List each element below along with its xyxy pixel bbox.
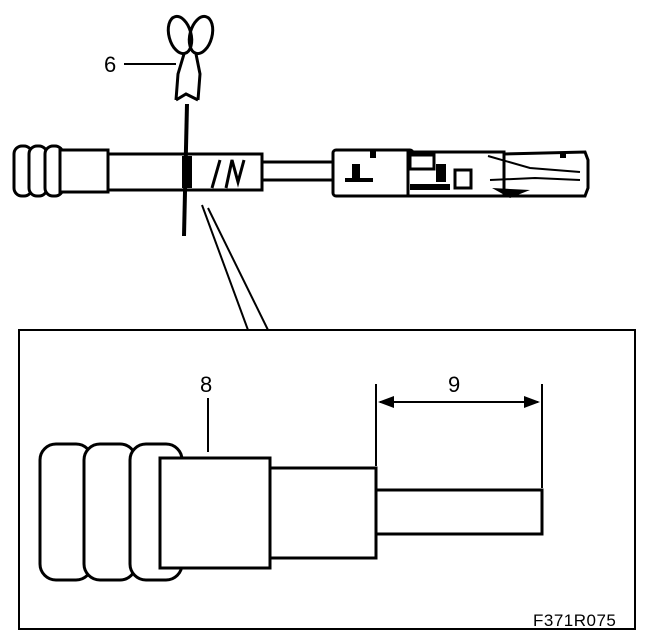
- seal-ribs-top: [12, 144, 110, 198]
- clip-icon: [166, 14, 215, 237]
- callout-6: 6: [104, 52, 116, 77]
- cable-detail: [38, 442, 544, 582]
- sleeve-detail: [268, 466, 378, 560]
- detail-frame: [18, 329, 636, 630]
- connector-housing: [331, 148, 590, 198]
- figure-code: F371R075: [533, 611, 616, 630]
- callout-9: 9: [448, 372, 460, 397]
- callout-8: 8: [200, 372, 212, 397]
- seal-ribs-detail: [38, 442, 272, 582]
- wire-top: [260, 160, 340, 182]
- strip-length-dimension: [375, 384, 543, 488]
- detail-zoom-lines: [201, 204, 269, 331]
- conductor-detail: [374, 488, 544, 536]
- strip-marks: [210, 159, 246, 189]
- cable-assembly-overview: [12, 144, 590, 198]
